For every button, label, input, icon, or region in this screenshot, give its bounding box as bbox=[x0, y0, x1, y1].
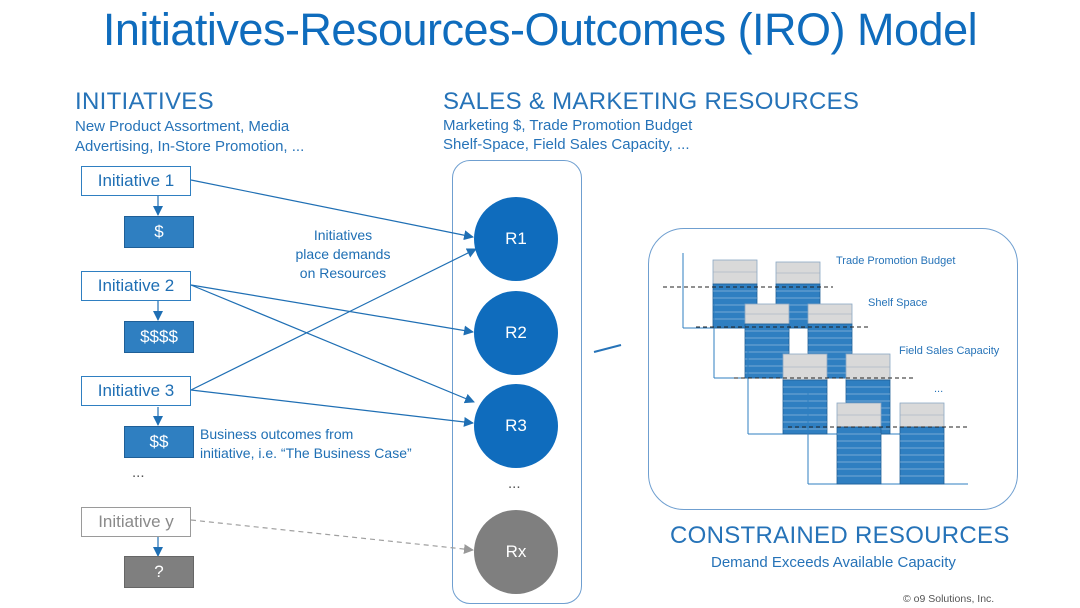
bar-misc-1 bbox=[836, 402, 882, 485]
frame-link-line bbox=[593, 344, 622, 353]
demand-note-2: place demands bbox=[295, 246, 391, 262]
chart-additional-resources bbox=[788, 393, 968, 485]
outcome-note-2: initiative, i.e. “The Business Case” bbox=[200, 445, 412, 461]
arrow-iy-rx bbox=[190, 519, 474, 555]
initiative-y-box: Initiative y bbox=[81, 507, 191, 537]
outcome-2-box: $$$$ bbox=[124, 321, 194, 353]
initiatives-subtitle-1: New Product Assortment, Media bbox=[75, 118, 290, 135]
outcome-note-1: Business outcomes from bbox=[200, 426, 354, 442]
resource-node-r2: R2 bbox=[474, 291, 558, 375]
label-more-resources: ... bbox=[934, 383, 944, 395]
outcome-1-box: $ bbox=[124, 216, 194, 248]
arrow-i3-r1 bbox=[190, 248, 477, 391]
page-title: Initiatives-Resources-Outcomes (IRO) Mod… bbox=[102, 4, 978, 55]
label-trade-promotion-budget: Trade Promotion Budget bbox=[836, 255, 956, 267]
resources-subtitle-1: Marketing $, Trade Promotion Budget bbox=[443, 117, 693, 134]
initiative-2-box: Initiative 2 bbox=[81, 271, 191, 301]
initiatives-subtitle-2: Advertising, In-Store Promotion, ... bbox=[75, 138, 305, 155]
resource-node-r1: R1 bbox=[474, 197, 558, 281]
initiatives-ellipsis: ... bbox=[132, 464, 145, 481]
initiatives-heading: INITIATIVES bbox=[75, 88, 214, 115]
arrow-i1-r1 bbox=[190, 179, 474, 241]
label-field-sales-capacity: Field Sales Capacity bbox=[899, 345, 1000, 357]
demand-note-1: Initiatives bbox=[313, 227, 373, 243]
bar-shelf-1 bbox=[744, 303, 790, 379]
resource-node-rx: Rx bbox=[474, 510, 558, 594]
label-shelf-space: Shelf Space bbox=[868, 297, 928, 309]
outcome-3-box: $$ bbox=[124, 426, 194, 458]
copyright: © o9 Solutions, Inc. bbox=[903, 593, 995, 605]
constrained-resources-frame bbox=[648, 228, 1018, 510]
constrained-subtitle: Demand Exceeds Available Capacity bbox=[711, 554, 956, 571]
bar-field-1 bbox=[782, 353, 828, 435]
initiative-3-box: Initiative 3 bbox=[81, 376, 191, 406]
initiative-1-box: Initiative 1 bbox=[81, 166, 191, 196]
bar-misc-2 bbox=[899, 402, 945, 485]
resource-node-r3: R3 bbox=[474, 384, 558, 468]
constrained-resources-illustration bbox=[663, 253, 968, 485]
resources-heading: SALES & MARKETING RESOURCES bbox=[443, 88, 860, 115]
arrow-i2-r2 bbox=[190, 284, 474, 336]
resources-frame bbox=[452, 160, 582, 604]
resources-subtitle-2: Shelf-Space, Field Sales Capacity, ... bbox=[443, 136, 690, 153]
arrow-i2-r3 bbox=[190, 284, 475, 404]
outcome-y-box: ? bbox=[124, 556, 194, 588]
resources-ellipsis: ... bbox=[508, 475, 521, 492]
demand-note-3: on Resources bbox=[299, 265, 387, 281]
chart-shelf-space bbox=[696, 300, 888, 379]
constrained-heading: CONSTRAINED RESOURCES bbox=[670, 522, 1010, 549]
arrow-i3-r3 bbox=[190, 389, 474, 427]
